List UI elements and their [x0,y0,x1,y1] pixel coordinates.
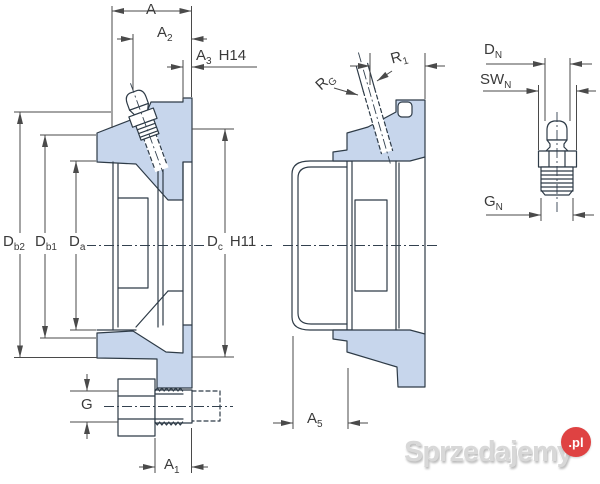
watermark-badge: .pl [561,427,591,457]
grease-nipple-detail-view [537,112,578,212]
side-view [283,52,438,388]
center-line [357,52,391,164]
nipple-hex [537,150,578,168]
label-g: G [79,396,95,417]
left-section-view [86,83,272,389]
bolt-head [117,378,156,437]
watermark-text: Sprzedajemy [404,436,573,468]
leader-line [333,87,359,96]
label-da: Da [67,233,88,254]
hidden-line [191,390,221,422]
left-view-grease-nipple [125,83,169,174]
section-bottom-wedge [332,329,426,388]
label-db2: Db2 [1,233,27,254]
thread-line [139,130,159,138]
watermark: Sprzedajemy .pl [404,427,600,480]
hidden-line [374,87,394,151]
outline-path [355,65,364,93]
label-db1: Db1 [33,233,59,254]
label-a2: A2 [157,24,173,44]
hidden-line [362,90,382,155]
label-gn: GN [484,193,503,213]
drill-hole [363,88,393,154]
label-dn: DN [484,41,503,61]
outline-path [367,62,376,90]
flange-corner-relief [397,101,413,118]
label-swn: SWN [480,71,512,91]
dimension-annotations [14,6,596,473]
outline-path [354,199,388,292]
mounting-bolt [104,378,233,437]
label-a1: A1 [164,456,180,476]
thread-line [154,387,184,392]
outline-path [117,197,149,289]
label-a5: A5 [307,410,323,430]
label-a: A [146,1,157,18]
center-line [130,83,164,174]
outline-path [135,290,169,328]
leader-line [376,70,393,82]
thread-line [154,421,184,426]
